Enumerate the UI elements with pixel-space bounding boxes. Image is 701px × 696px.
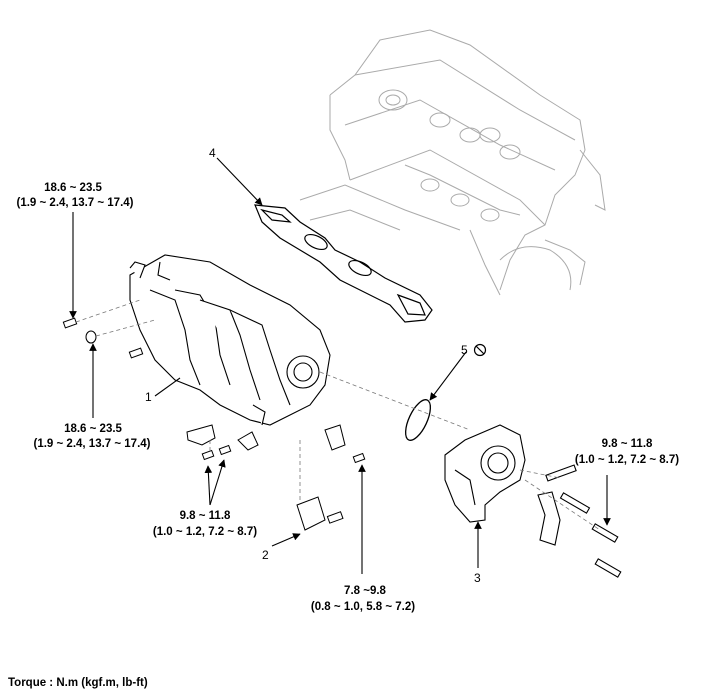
callout-3: 3 <box>474 571 481 585</box>
torque-right-alt: (1.0 ~ 1.2, 7.2 ~ 8.7) <box>574 454 680 466</box>
torque-bottom-left-alt: (1.0 ~ 1.2, 7.2 ~ 8.7) <box>152 526 258 538</box>
torque-bottom-mid-alt: (0.8 ~ 1.0, 5.8 ~ 7.2) <box>310 601 416 613</box>
intake-manifold <box>129 254 331 426</box>
manifold-gasket <box>254 204 433 323</box>
torque-bottom-left-nm: 9.8 ~ 11.8 <box>179 510 231 522</box>
prohibited-circle-icon <box>473 343 487 357</box>
callout-2: 2 <box>262 548 269 562</box>
callout-4: 4 <box>209 146 216 160</box>
torque-units-footnote: Torque : N.m (kgf.m, lb-ft) <box>8 677 148 689</box>
callout-5: 5 <box>461 343 468 357</box>
alignment-guides <box>75 299 601 531</box>
leader-lines <box>69 157 611 574</box>
bolts-brackets <box>62 317 366 531</box>
torque-right-nm: 9.8 ~ 11.8 <box>601 438 653 450</box>
torque-mid-left-alt: (1.9 ~ 2.4, 13.7 ~ 17.4) <box>33 438 151 450</box>
torque-top-left-nm: 18.6 ~ 23.5 <box>44 182 102 194</box>
throttle-body <box>444 424 622 578</box>
torque-top-left-alt: (1.9 ~ 2.4, 13.7 ~ 17.4) <box>16 197 134 209</box>
callout-1: 1 <box>145 390 152 404</box>
o-ring <box>404 399 432 441</box>
torque-bottom-mid-nm: 7.8 ~9.8 <box>344 585 386 597</box>
engine-block-outline <box>299 29 606 296</box>
torque-mid-left-nm: 18.6 ~ 23.5 <box>64 423 122 435</box>
